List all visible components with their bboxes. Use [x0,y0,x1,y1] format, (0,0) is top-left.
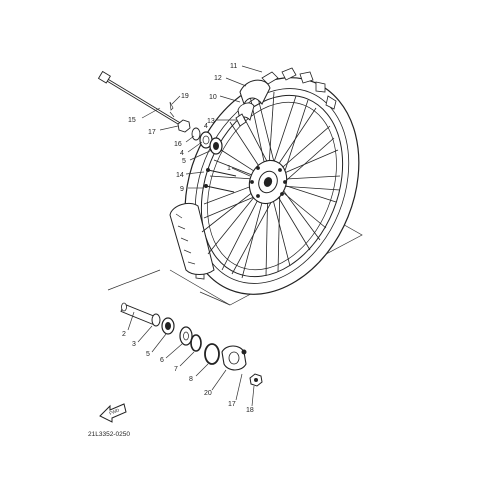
fwd-arrow-icon: FWD [99,403,127,423]
rim-outer [200,94,344,278]
label-8: 8 [189,376,193,383]
label-18: 18 [246,407,254,414]
exploded-plane-outline [107,269,231,306]
inner-tube [239,79,271,106]
part-labels: 11 12 10 13 19 15 17 16 4 5 14 9 1 2 3 5… [122,63,254,414]
label-17-lower: 17 [228,401,236,408]
wheel-hub [248,159,288,205]
label-17-upper: 17 [148,129,156,136]
label-15: 15 [128,117,136,124]
label-16: 16 [174,141,182,148]
label-11: 11 [230,63,237,70]
tire-inner-wall [194,88,350,284]
exploded-lower-parts [120,302,263,387]
spoke-set-9 [205,185,235,193]
spacer-flange [151,313,161,327]
label-20: 20 [204,390,212,397]
label-1: 1 [227,165,231,172]
rim-inner [207,101,337,271]
label-2: 2 [122,331,126,338]
dust-seal [204,343,220,365]
label-13: 13 [207,118,215,125]
fwd-label: FWD [109,407,121,416]
label-12: 12 [214,75,222,82]
cotter-pin [169,101,175,118]
tire-cutaway [169,202,215,275]
label-9: 9 [180,186,184,193]
axle-head [97,70,111,84]
label-3: 3 [132,341,136,348]
label-19: 19 [181,93,189,100]
drawing-code: 21L3352-0250 [88,431,130,438]
spoke-set-14 [207,169,237,177]
label-14: 14 [176,172,184,179]
label-4-lower: 4 [204,123,208,130]
label-7: 7 [174,366,178,373]
rim-lock [235,113,247,127]
wheel-assembly [169,67,360,295]
label-5-lower: 5 [146,351,150,358]
meter-clutch [190,334,202,352]
axle-group [97,70,237,193]
label-4-upper: 4 [180,150,184,157]
collar-upper [191,127,201,141]
label-6: 6 [160,357,164,364]
label-5-upper: 5 [182,158,186,165]
axle-nut-upper [177,119,191,133]
label-10: 10 [209,94,217,101]
leader-lines [127,65,263,407]
